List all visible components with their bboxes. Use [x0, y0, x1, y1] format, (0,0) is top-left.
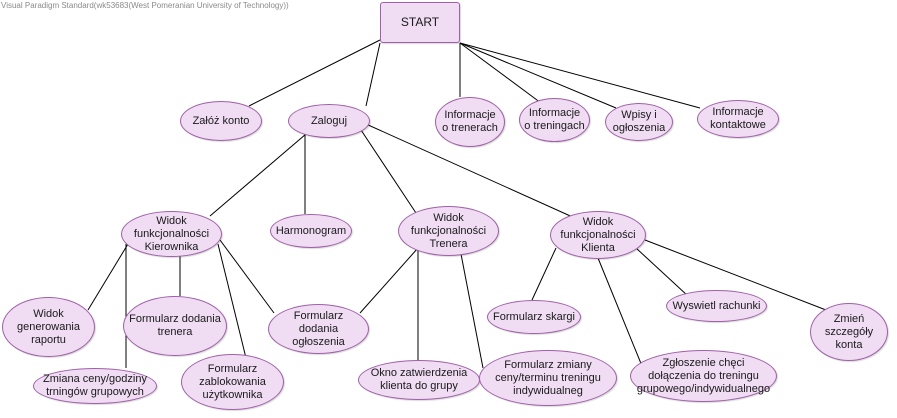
edge-klienta-zmien-szczegoly: [644, 239, 827, 311]
form-dodania-ogloszenia-node[interactable]: Formularz dodania ogłoszenia: [268, 304, 369, 354]
edge-trenera-zmiany-ceny: [460, 253, 484, 369]
form-dodania-trenera-node[interactable]: Formularz dodania trenera: [123, 296, 227, 356]
edge-zaloguj-widok-kierownika: [209, 133, 307, 217]
edge-klienta-zgloszenie: [597, 257, 643, 367]
edge-start-info-kontaktowe: [459, 42, 701, 109]
widok-kierownika-node[interactable]: Widok funkcjonalności Kierownika: [121, 211, 222, 257]
edge-start-wpisy: [459, 42, 617, 109]
info-treningach-node[interactable]: Informacje o treningach: [519, 98, 590, 142]
widok-klienta-node[interactable]: Widok funkcjonalności Klienta: [550, 211, 646, 259]
edge-kierownika-dodania-ogloszenia: [219, 239, 275, 314]
form-skargi-node[interactable]: Formularz skargi: [487, 300, 581, 334]
edge-klienta-skargi: [531, 247, 557, 301]
info-trenerach-node[interactable]: Informacje o trenerach: [435, 97, 505, 147]
edge-start-zaloz-konto: [248, 39, 381, 107]
edge-klienta-rachunki: [635, 247, 689, 297]
edge-kierownika-zablokowania: [217, 243, 247, 359]
zmiana-ceny-node[interactable]: Zmiana ceny/godziny trningów grupowych: [33, 368, 157, 404]
wpisy-ogloszenia-node[interactable]: Wpisy i ogłoszenia: [605, 103, 673, 141]
edge-kierownika-raport: [87, 243, 129, 311]
edge-zaloguj-widok-klienta: [365, 123, 578, 220]
widok-raportu-node[interactable]: Widok generowania raportu: [2, 297, 95, 357]
zgloszenie-node[interactable]: Zgłoszenie chęci dołączenia do treningu …: [630, 350, 777, 402]
edge-zaloguj-widok-trenera: [360, 129, 417, 214]
watermark-text: Visual Paradigm Standard(wk53683(West Po…: [1, 1, 289, 10]
widok-trenera-node[interactable]: Widok funkcjonalności Trenera: [398, 206, 499, 256]
zaloz-konto-node[interactable]: Załóż konto: [180, 101, 262, 141]
zmien-szczegoly-node[interactable]: Zmień szczegóły konta: [810, 303, 888, 361]
wyswietl-rachunki-node[interactable]: Wyswietl rachunki: [666, 290, 767, 322]
info-kontaktowe-node[interactable]: Informacje kontaktowe: [697, 100, 779, 138]
form-zmiany-ceny-node[interactable]: Formularz zmiany ceny/terminu treningu i…: [479, 350, 617, 406]
edge-trenera-dodania-ogloszenia: [359, 247, 419, 314]
harmonogram-node[interactable]: Harmonogram: [270, 214, 352, 248]
edge-start-zaloguj: [365, 42, 381, 107]
zaloguj-node[interactable]: Zaloguj: [288, 104, 370, 138]
form-zablokowania-node[interactable]: Formularz zablokowania użytkownika: [181, 354, 284, 410]
okno-zatwierdzenia-node[interactable]: Okno zatwierdzenia klienta do grupy: [358, 360, 480, 400]
edge-start-info-treningach: [459, 42, 542, 104]
start-node[interactable]: START: [380, 2, 460, 43]
